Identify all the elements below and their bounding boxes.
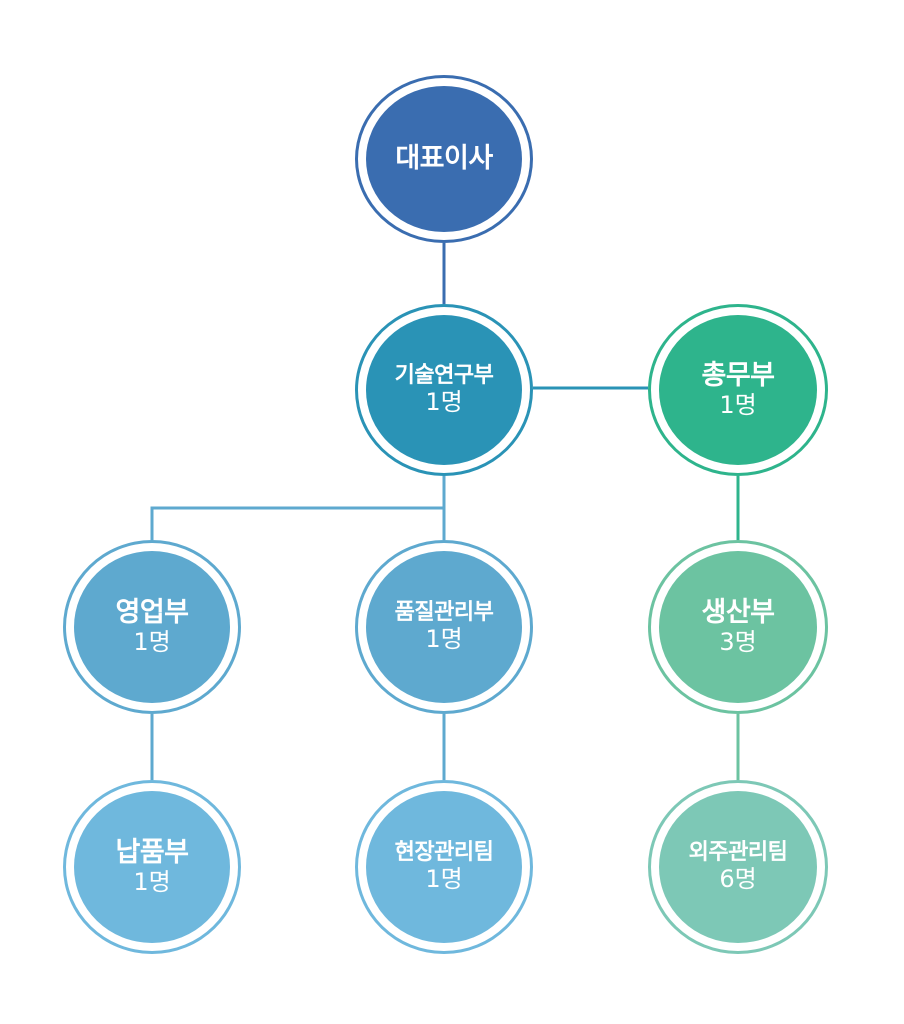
node-ceo: 대표이사 [355,75,533,243]
node-site-name: 현장관리팀 [394,840,494,865]
node-delivery-name: 납품부 [115,837,189,868]
node-prod-name: 생산부 [701,597,775,628]
node-rnd-count: 1명 [425,388,463,417]
node-qc-name: 품질관리부 [394,600,494,625]
node-prod: 생산부 3명 [648,540,828,714]
node-admin: 총무부 1명 [648,304,828,476]
node-delivery: 납품부 1명 [63,780,241,954]
node-sales: 영업부 1명 [63,540,241,714]
node-outsource-count: 6명 [719,865,757,894]
node-rnd: 기술연구부 1명 [355,304,533,476]
edge-rnd-sales [150,476,446,540]
node-admin-count: 1명 [719,391,757,420]
node-qc-circle: 품질관리부 1명 [366,551,522,703]
node-delivery-count: 1명 [133,868,171,897]
node-rnd-name: 기술연구부 [394,363,494,388]
node-sales-circle: 영업부 1명 [74,551,230,703]
node-site-circle: 현장관리팀 1명 [366,791,522,943]
node-site-count: 1명 [425,865,463,894]
node-rnd-circle: 기술연구부 1명 [366,315,522,465]
node-ceo-name: 대표이사 [395,142,493,174]
node-site: 현장관리팀 1명 [355,780,533,954]
node-delivery-circle: 납품부 1명 [74,791,230,943]
node-admin-circle: 총무부 1명 [659,315,817,465]
node-qc: 품질관리부 1명 [355,540,533,714]
node-prod-circle: 생산부 3명 [659,551,817,703]
node-ceo-circle: 대표이사 [366,86,522,232]
node-sales-count: 1명 [133,628,171,657]
node-outsource: 외주관리팀 6명 [648,780,828,954]
node-sales-name: 영업부 [115,597,189,628]
node-qc-count: 1명 [425,625,463,654]
node-outsource-name: 외주관리팀 [688,840,788,865]
node-prod-count: 3명 [719,628,757,657]
node-admin-name: 총무부 [701,360,775,391]
node-outsource-circle: 외주관리팀 6명 [659,791,817,943]
